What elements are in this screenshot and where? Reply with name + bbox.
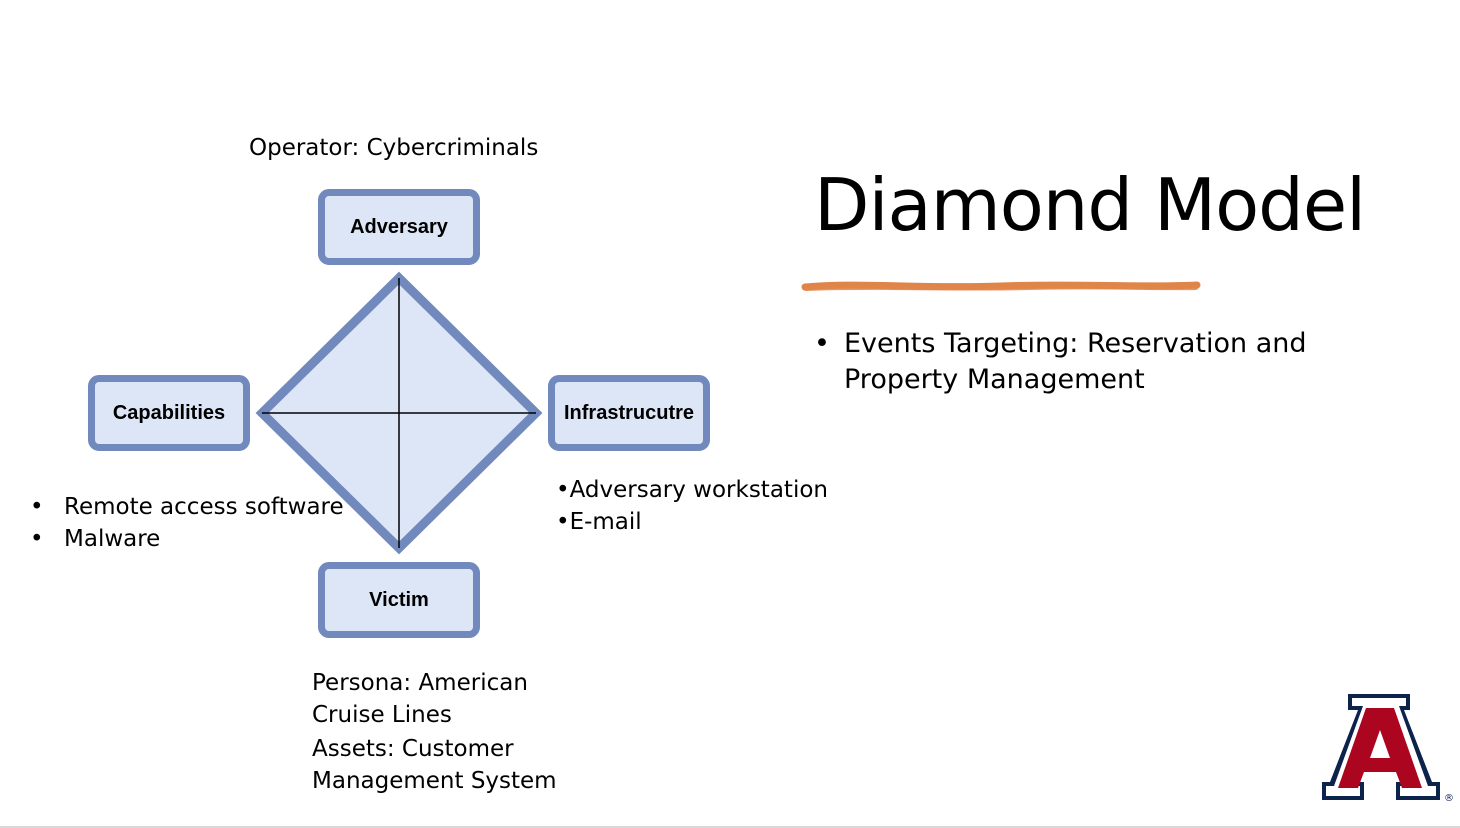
bullet-icon: •: [814, 328, 830, 359]
adversary-note: Operator: Cybercriminals: [249, 135, 539, 161]
list-item: •E-mail: [556, 509, 642, 535]
bottom-divider: [0, 826, 1460, 828]
adversary-label: Adversary: [350, 215, 448, 238]
slide-bullets: • Events Targeting: Reservation and Prop…: [814, 326, 1334, 398]
list-item: • Malware: [30, 523, 344, 555]
university-logo: ®: [1322, 694, 1454, 804]
capabilities-list: • Remote access software • Malware: [30, 491, 344, 555]
victim-label: Victim: [369, 588, 429, 611]
adversary-node: Adversary: [318, 189, 480, 265]
infrastructure-node: Infrastrucutre: [548, 375, 710, 451]
bullet-icon: •: [30, 526, 44, 552]
list-item: •Adversary workstation: [556, 477, 828, 503]
title-underline: [801, 281, 1201, 291]
capabilities-node: Capabilities: [88, 375, 250, 451]
victim-persona-line2: Cruise Lines: [312, 702, 452, 728]
registered-mark: ®: [1444, 793, 1454, 804]
slide-title: Diamond Model: [814, 163, 1366, 247]
victim-assets-line1: Assets: Customer: [312, 736, 514, 762]
capabilities-label: Capabilities: [112, 401, 226, 424]
list-item: • Remote access software: [30, 491, 344, 523]
victim-node: Victim: [318, 562, 480, 638]
bullet-text: Events Targeting: Reservation and Proper…: [844, 328, 1307, 395]
infrastructure-list: •Adversary workstation •E-mail: [556, 474, 828, 538]
infrastructure-label: Infrastrucutre: [563, 401, 695, 424]
list-item: • Events Targeting: Reservation and Prop…: [814, 326, 1334, 398]
victim-assets-line2: Management System: [312, 768, 557, 794]
bullet-icon: •: [30, 494, 44, 520]
victim-persona-line1: Persona: American: [312, 670, 528, 696]
diamond-diagram: [255, 271, 543, 555]
